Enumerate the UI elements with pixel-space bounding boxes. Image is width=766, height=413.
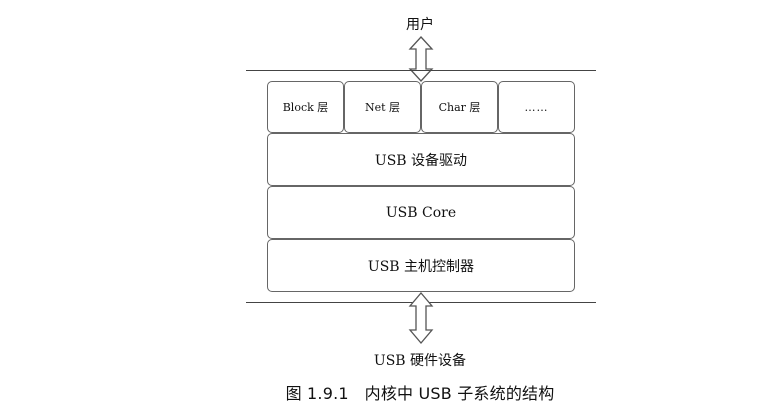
net-layer-label: Net 层	[364, 101, 401, 114]
more-layers-label: ……	[524, 100, 549, 114]
usb-device-driver-label: USB 设备驱动	[374, 152, 468, 169]
more-layers-box: ……	[498, 81, 575, 133]
char-layer-label: Char 层	[438, 101, 481, 114]
block-layer-box: Block 层	[267, 81, 344, 133]
kernel-top-boundary	[246, 70, 596, 71]
usb-hardware-label: USB 硬件设备	[373, 353, 467, 369]
usb-host-controller-box: USB 主机控制器	[267, 239, 575, 292]
char-layer-box: Char 层	[421, 81, 498, 133]
net-layer-box: Net 层	[344, 81, 421, 133]
usb-host-controller-label: USB 主机控制器	[367, 258, 475, 275]
usb-device-driver-box: USB 设备驱动	[267, 133, 575, 186]
usb-core-box: USB Core	[267, 186, 575, 239]
double-arrow-top-icon	[408, 36, 434, 82]
block-layer-label: Block 层	[282, 101, 329, 114]
user-label: 用户	[406, 17, 434, 33]
figure-caption: 图 1.9.1 内核中 USB 子系统的结构	[285, 384, 555, 403]
usb-core-label: USB Core	[385, 204, 457, 221]
double-arrow-bottom-icon	[408, 291, 434, 345]
